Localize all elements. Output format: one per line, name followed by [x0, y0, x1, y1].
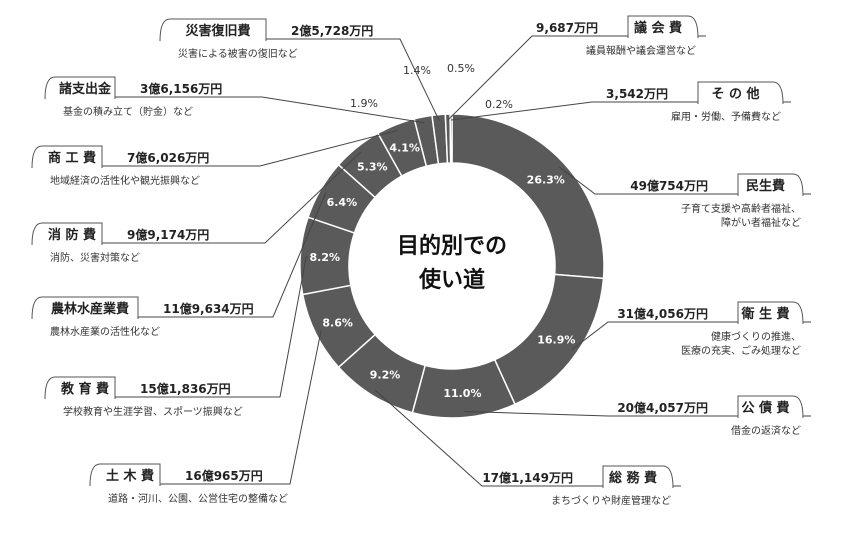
- pct-label-消防費: 5.3%: [357, 160, 388, 173]
- category-amount: 15億1,836万円: [140, 381, 231, 396]
- center-title-line2: 使い道: [418, 267, 485, 293]
- leader-諸支出金: [51, 96, 425, 124]
- pct-label-議会費: 0.5%: [447, 62, 475, 75]
- category-amount: 3,542万円: [606, 87, 668, 101]
- category-name: 災害復旧費: [185, 23, 250, 39]
- name-tab-災害復旧費: [159, 18, 267, 42]
- pct-label-民生費: 26.3%: [527, 174, 565, 187]
- name-tab-農林水産業費: [31, 296, 139, 320]
- pct-label-諸支出金: 1.9%: [350, 97, 378, 110]
- category-desc: 基金の積み立て（貯金）など: [63, 105, 193, 118]
- category-amount: 20億4,057万円: [617, 400, 708, 415]
- name-tab-衛生費: [737, 301, 804, 325]
- category-name: 衛 生 費: [740, 306, 789, 322]
- category-amount: 49億754万円: [630, 178, 708, 193]
- pct-label-災害復旧費: 1.4%: [403, 64, 431, 77]
- name-tab-消防費: [31, 222, 103, 246]
- pct-label-総務費: 9.2%: [370, 369, 401, 382]
- name-tab-公債費: [737, 395, 804, 419]
- leader-消防費: [38, 151, 362, 244]
- category-amount: 2億5,728万円: [291, 23, 373, 38]
- category-name: 公 債 費: [741, 400, 789, 416]
- category-desc: 消防、災害対策など: [50, 251, 140, 264]
- category-name: 民生費: [746, 178, 785, 194]
- category-amount: 17億1,149万円: [482, 470, 573, 485]
- category-desc: 障がい者福祉など: [721, 216, 801, 229]
- pct-label-その他: 0.2%: [485, 98, 513, 111]
- category-desc: 子育て支援や高齢者福祉、: [681, 202, 801, 215]
- leader-土木費: [96, 330, 322, 485]
- pct-label-農林水産業費: 6.4%: [327, 196, 358, 209]
- slice-その他: [449, 113, 453, 164]
- pct-label-商工費: 4.1%: [389, 142, 420, 155]
- donut-ring: [299, 113, 605, 419]
- category-desc: 道路・河川、公園、公営住宅の整備など: [108, 492, 288, 505]
- category-desc: 議員報酬や議会運営など: [586, 44, 696, 57]
- pct-label-衛生費: 16.9%: [537, 333, 575, 346]
- center-title-line1: 目的別での: [397, 233, 507, 259]
- name-tab-土木費: [89, 463, 161, 487]
- category-desc: 学校教育や生涯学習、スポーツ振興など: [63, 405, 243, 418]
- category-desc: 借金の返済など: [731, 424, 801, 437]
- category-desc: 雇用・労働、予備費など: [671, 110, 781, 123]
- category-name: そ の 他: [711, 86, 759, 102]
- name-tab-民生費: [737, 173, 804, 197]
- leader-商工費: [38, 129, 398, 167]
- category-desc: 健康づくりの推進、: [711, 330, 801, 343]
- category-name: 諸支出金: [59, 81, 112, 97]
- leader-lines: [38, 35, 811, 487]
- category-name: 消 防 費: [48, 227, 96, 243]
- category-name: 総 務 費: [609, 470, 657, 486]
- category-desc: 地域経済の活性化や観光振興など: [50, 174, 200, 187]
- category-desc: まちづくりや財産管理など: [551, 494, 671, 507]
- leader-教育費: [51, 255, 307, 398]
- name-tab-その他: [697, 81, 784, 105]
- category-desc: 農林水産業の活性化など: [50, 325, 160, 338]
- category-name: 土 木 費: [106, 468, 154, 484]
- category-desc: 災害による被害の復旧など: [178, 47, 298, 60]
- pct-label-土木費: 8.6%: [322, 316, 353, 329]
- category-amount: 16億965万円: [185, 468, 263, 483]
- category-name: 商 工 費: [48, 150, 96, 166]
- category-amount: 9,687万円: [536, 21, 598, 35]
- category-amount: 31億4,056万円: [617, 306, 708, 321]
- name-tab-議会費: [627, 15, 699, 39]
- category-amount: 7億6,026万円: [127, 150, 209, 165]
- category-amount: 11億9,634万円: [163, 301, 254, 316]
- category-name: 農林水産業費: [51, 301, 129, 317]
- category-name: 教 育 費: [60, 381, 109, 397]
- category-name: 議 会 費: [634, 20, 682, 36]
- name-tab-教育費: [44, 376, 116, 400]
- percent-labels: 26.3% 16.9% 11.0% 9.2% 8.6% 8.2% 6.4% 5.3%4.1% 1…: [310, 62, 576, 400]
- name-tab-諸支出金: [44, 76, 116, 100]
- name-tab-商工費: [31, 145, 103, 169]
- name-tab-総務費: [602, 465, 674, 489]
- pct-label-教育費: 8.2%: [310, 251, 341, 264]
- pct-label-公債費: 11.0%: [443, 387, 481, 400]
- category-amount: 3億6,156万円: [140, 81, 222, 96]
- category-amount: 9億9,174万円: [127, 227, 209, 242]
- category-desc: 医療の充実、ごみ処理など: [681, 344, 801, 357]
